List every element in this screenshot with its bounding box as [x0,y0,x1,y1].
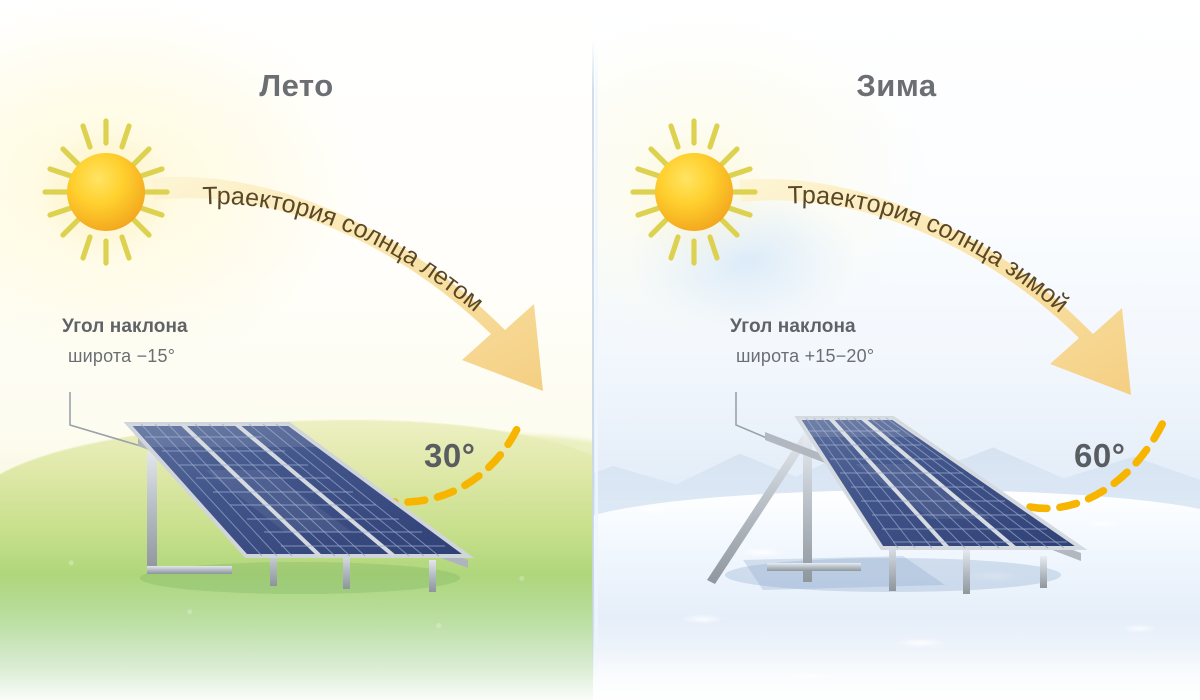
winter-graphics-layer: Траектория солнца зимой [602,104,1171,594]
tilt-heading-winter: Угол наклона [730,316,856,337]
winter-bottom-fade [593,616,1200,700]
angle-label-winter: 60° [1074,437,1126,474]
tilt-value-winter: широта +15−20° [736,346,875,366]
tilt-block-summer: Угол наклона широта −15° [62,316,188,367]
solar-panel-array-summer [123,422,475,594]
tilt-heading-summer: Угол наклона [62,316,188,337]
angle-label-summer: 30° [424,437,476,474]
panel-divider [592,40,594,680]
sun-icon [42,118,170,266]
sun-trajectory-arrow [739,178,1131,395]
dashed-arc-icon-winter [1026,410,1171,512]
winter-panel-edge [595,40,598,680]
summer-graphics-layer: Траектория солнца летом [14,104,543,594]
sun-icon [630,118,758,266]
tilt-value-summer: широта −15° [68,346,176,366]
solar-panel-array-winter [707,416,1088,594]
summer-bottom-fade [0,574,593,700]
panel-summer-title: Лето [259,68,334,103]
sun-trajectory-arrow [152,176,543,391]
trajectory-label-summer: Траектория солнца летом [202,182,489,317]
panel-winter-title: Зима [856,68,937,103]
panel-summer: Лето [0,0,593,700]
panel-winter: Зима [593,0,1200,700]
tilt-block-winter: Угол наклона широта +15−20° [730,316,874,367]
trajectory-label-winter: Траектория солнца зимой [787,181,1074,318]
